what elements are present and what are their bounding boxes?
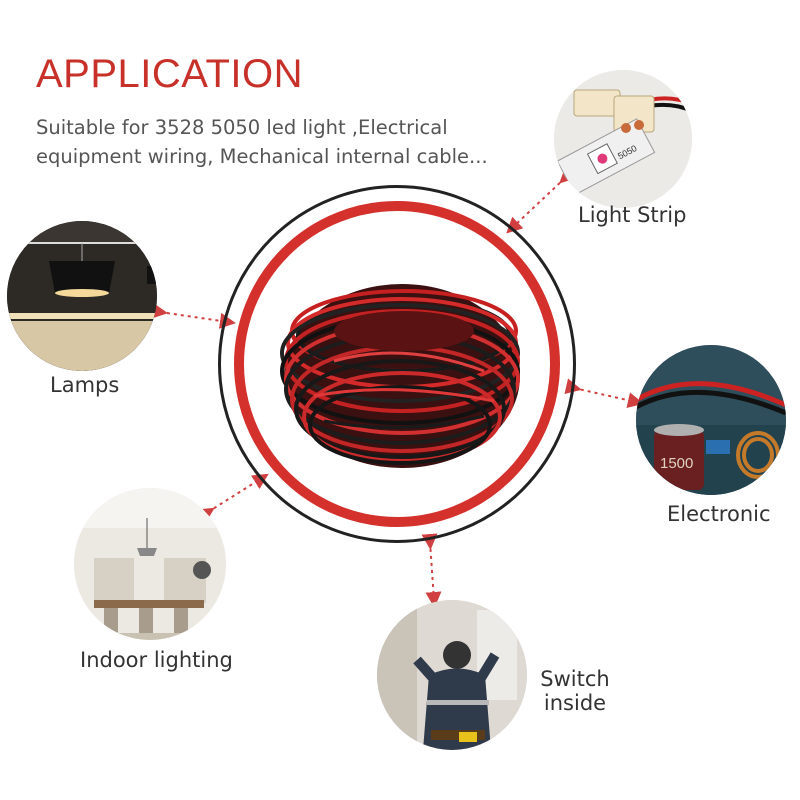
label-indoor-lighting: Indoor lighting xyxy=(80,648,233,672)
capacitor-print-text: 1500 xyxy=(660,455,693,472)
arrow-electronic xyxy=(564,378,644,409)
center-outer-ring xyxy=(218,185,576,543)
label-lamps: Lamps xyxy=(50,373,120,397)
indoor-lighting-photo xyxy=(74,488,226,640)
label-light-strip: Light Strip xyxy=(578,203,687,227)
page-subtitle: Suitable for 3528 5050 led light ,Electr… xyxy=(36,116,488,168)
light-strip-photo: 5050 xyxy=(554,70,692,208)
label-switch-inside: Switch inside xyxy=(540,667,610,715)
wire-coil-image xyxy=(280,284,520,468)
arrow-switch xyxy=(421,533,442,608)
electronic-photo: 1500 xyxy=(636,345,786,495)
switch-inside-photo xyxy=(377,600,527,750)
arrow-light-strip xyxy=(506,166,577,234)
lamps-photo xyxy=(7,221,157,371)
page-title: APPLICATION xyxy=(36,52,304,96)
arrow-indoor xyxy=(196,473,269,524)
center-red-ring xyxy=(234,201,560,527)
arrow-lamps xyxy=(150,302,236,329)
label-electronic: Electronic xyxy=(667,502,771,526)
